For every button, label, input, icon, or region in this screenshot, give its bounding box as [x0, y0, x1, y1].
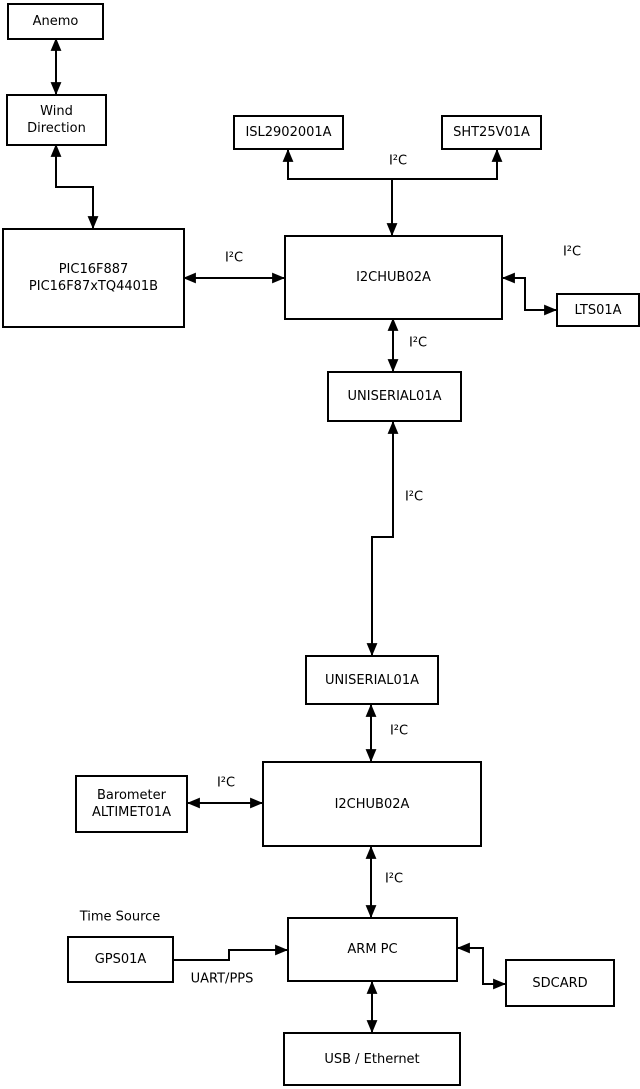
node-i2chub-top: I2CHUB02A: [284, 235, 503, 320]
node-label: Direction: [27, 121, 86, 136]
node-label: PIC16F87xTQ4401B: [28, 279, 159, 294]
node-sht25v01a: SHT25V01A: [441, 115, 542, 150]
node-label: USB / Ethernet: [324, 1051, 420, 1067]
connector-hub1-lts: [501, 272, 558, 316]
node-label: LTS01A: [574, 302, 622, 318]
node-arm-pc: ARM PC: [287, 917, 458, 982]
node-uniserial-top: UNISERIAL01A: [327, 371, 462, 422]
node-isl2902001a: ISL2902001A: [233, 115, 344, 150]
node-pic-microcontroller: PIC16F887 PIC16F87xTQ4401B: [2, 228, 185, 328]
uart-pps-label: UART/PPS: [190, 971, 254, 987]
connector-uniserial1-uniserial2: [366, 420, 399, 657]
i2c-label-hub-armpc: I²C: [384, 871, 404, 887]
node-uniserial-bottom: UNISERIAL01A: [305, 655, 439, 705]
time-source-label: Time Source: [79, 909, 161, 925]
node-label: Wind: [40, 104, 73, 119]
i2c-label-long-link: I²C: [404, 489, 424, 505]
node-label: I2CHUB02A: [334, 796, 410, 812]
node-label: I2CHUB02A: [356, 270, 431, 285]
i2c-label-uniserial-hub: I²C: [389, 723, 409, 739]
i2c-label-hub-lts: I²C: [562, 244, 582, 260]
i2c-label-hub-uniserial: I²C: [408, 335, 428, 351]
i2c-label-barometer-hub: I²C: [216, 775, 236, 791]
node-label: ALTIMET01A: [92, 805, 171, 820]
node-label: UNISERIAL01A: [347, 389, 442, 404]
node-lts01a: LTS01A: [556, 293, 640, 327]
node-anemo: Anemo: [7, 3, 104, 40]
node-label: ARM PC: [347, 942, 398, 957]
node-label: Anemo: [32, 14, 79, 29]
node-usb-ethernet: USB / Ethernet: [283, 1032, 461, 1086]
node-label: Barometer: [97, 788, 166, 803]
node-label: UNISERIAL01A: [325, 672, 419, 688]
node-barometer: Barometer ALTIMET01A: [75, 775, 188, 833]
node-label: SHT25V01A: [453, 125, 530, 140]
connector-wind-pic: [50, 143, 99, 230]
node-gps01a: GPS01A: [67, 936, 174, 983]
node-i2chub-bottom: I2CHUB02A: [262, 761, 482, 847]
node-wind-direction: Wind Direction: [6, 94, 107, 146]
node-label: GPS01A: [94, 952, 147, 967]
node-label: PIC16F887: [58, 262, 129, 277]
connector-gps-armpc: [174, 944, 289, 961]
connector-armpc-sdcard: [456, 942, 507, 990]
node-label: SDCARD: [532, 975, 588, 991]
node-label: ISL2902001A: [245, 125, 332, 140]
i2c-label-sensors: I²C: [388, 153, 408, 169]
node-sdcard: SDCARD: [505, 959, 615, 1007]
i2c-label-pic-hub: I²C: [224, 250, 244, 266]
